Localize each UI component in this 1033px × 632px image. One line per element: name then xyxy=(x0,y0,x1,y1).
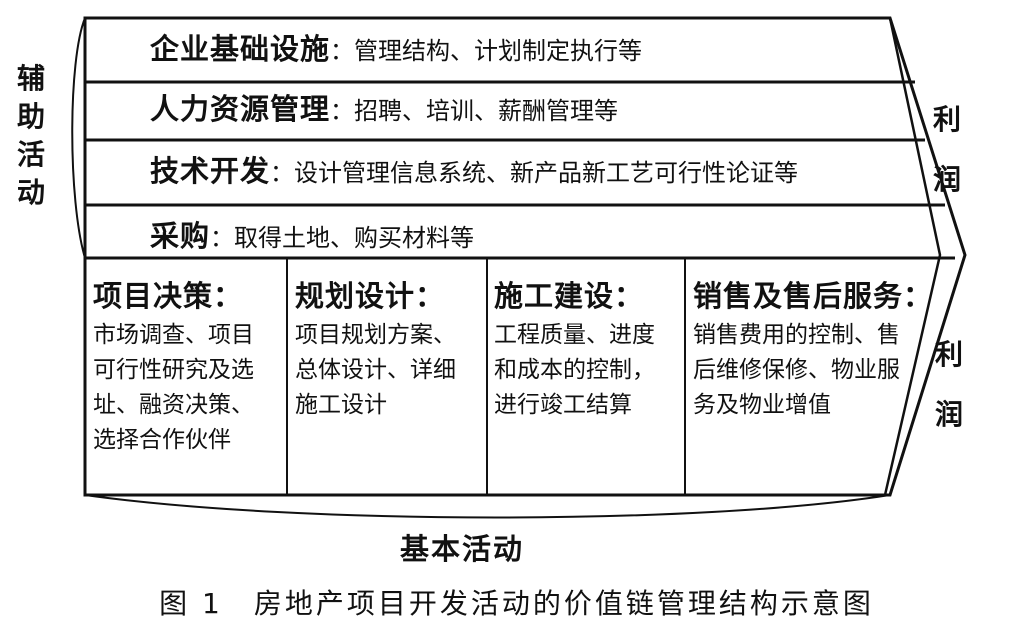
support-desc: ：设计管理信息系统、新产品新工艺可行性论证等 xyxy=(270,159,799,187)
primary-desc: 项目规划方案、总体设计、详细施工设计 xyxy=(295,322,456,418)
chain-outline xyxy=(83,16,967,497)
support-title: 采购 xyxy=(150,219,211,253)
primary-title: 项目决策： xyxy=(93,279,244,313)
margin-separator xyxy=(883,17,942,496)
support-title: 技术开发 xyxy=(150,154,271,188)
primary-title: 规划设计： xyxy=(295,279,446,313)
margin-label-top: 利润 xyxy=(932,103,961,196)
support-title: 企业基础设施 xyxy=(150,32,331,66)
support-desc: ：招聘、培训、薪酬管理等 xyxy=(330,97,619,125)
primary-activities-label: 基本活动 xyxy=(400,532,525,566)
support-row-procurement: 采购：取得土地、购买材料等 xyxy=(150,222,474,251)
support-desc: ：管理结构、计划制定执行等 xyxy=(330,37,643,65)
primary-desc: 销售费用的控制、售后维修保修、物业服务及物业增值 xyxy=(693,322,900,418)
figure-caption: 图 1 房地产项目开发活动的价值链管理结构示意图 xyxy=(159,587,874,620)
support-desc: ：取得土地、购买材料等 xyxy=(210,224,475,252)
primary-desc: 工程质量、进度和成本的控制，进行竣工结算 xyxy=(494,322,655,418)
primary-brace xyxy=(84,494,891,519)
support-activities-label: 辅助活动 xyxy=(16,62,45,209)
support-row-infrastructure: 企业基础设施：管理结构、计划制定执行等 xyxy=(150,35,642,64)
support-row-hr: 人力资源管理：招聘、培训、薪酬管理等 xyxy=(150,95,618,124)
support-title: 人力资源管理 xyxy=(150,92,331,126)
primary-desc: 市场调查、项目可行性研究及选址、融资决策、选择合作伙伴 xyxy=(93,322,254,453)
primary-title: 施工建设： xyxy=(494,279,645,313)
support-row-tech: 技术开发：设计管理信息系统、新产品新工艺可行性论证等 xyxy=(150,157,798,186)
primary-col-construction: 施工建设： 工程质量、进度和成本的控制，进行竣工结算 xyxy=(494,278,674,423)
support-brace xyxy=(71,17,86,259)
primary-col-planning: 规划设计： 项目规划方案、总体设计、详细施工设计 xyxy=(295,278,475,423)
primary-title: 销售及售后服务： xyxy=(693,279,934,313)
margin-label-bottom: 利润 xyxy=(934,338,963,431)
primary-col-sales: 销售及售后服务： 销售费用的控制、售后维修保修、物业服务及物业增值 xyxy=(693,278,934,423)
primary-col-decision: 项目决策： 市场调查、项目可行性研究及选址、融资决策、选择合作伙伴 xyxy=(93,278,273,458)
